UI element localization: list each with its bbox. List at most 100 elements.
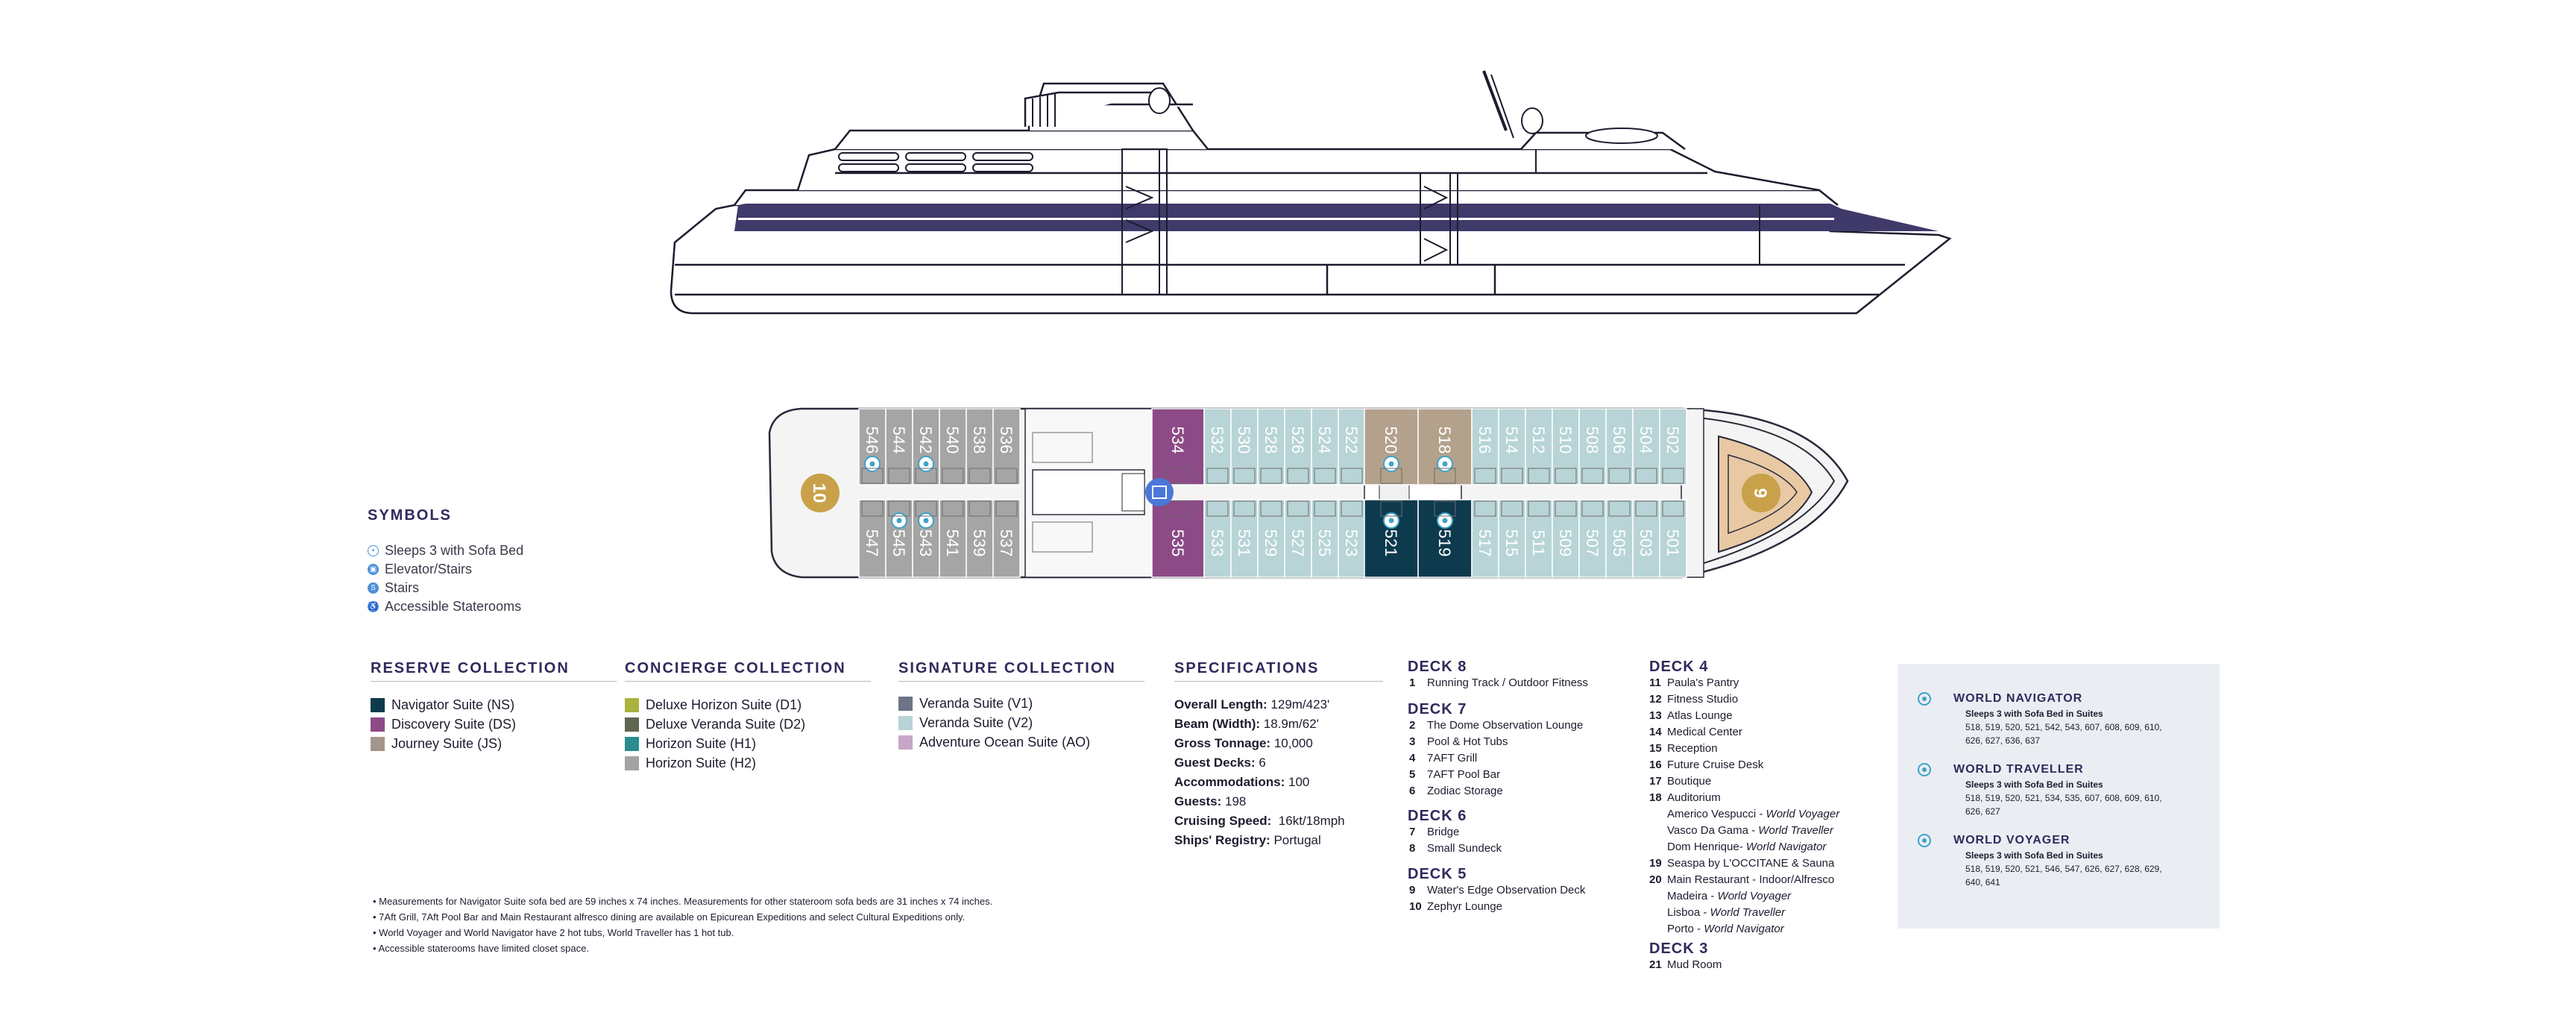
cabin-detail <box>1555 468 1577 484</box>
cabin-number: 509 <box>1556 530 1575 557</box>
legend-ao: Adventure Ocean Suite (AO) <box>898 735 1090 750</box>
symbol-stairs: S Stairs <box>368 580 419 596</box>
legend-label: Deluxe Horizon Suite (D1) <box>646 697 802 712</box>
spec-speed: Cruising Speed: 16kt/18mph <box>1174 814 1345 828</box>
deck-subitem: Americo Vespucci - World Voyager <box>1667 808 1840 820</box>
cabin-detail <box>1528 500 1550 517</box>
cabin-number: 518 <box>1435 427 1454 454</box>
cabin-516 <box>1471 408 1499 486</box>
symbol-accessible: ♿ Accessible Staterooms <box>368 599 521 615</box>
cabin-number: 511 <box>1529 530 1548 556</box>
concierge-title: CONCIERGE COLLECTION <box>625 660 846 676</box>
deck8-title: DECK 8 <box>1408 659 1467 675</box>
cabin-detail <box>1206 500 1229 517</box>
elevator-icon: ▣ <box>368 564 379 575</box>
deck3-title: DECK 3 <box>1649 940 1709 957</box>
cabin-544 <box>885 408 913 486</box>
sofa-bed-icon <box>1918 692 1931 706</box>
cabin-detail <box>1314 468 1336 484</box>
cabin-547 <box>858 499 887 578</box>
legend-label: Horizon Suite (H1) <box>646 736 757 751</box>
swatch <box>625 737 639 751</box>
cabin-number: 547 <box>863 530 881 557</box>
cabin-515 <box>1498 499 1526 578</box>
symbol-elevator: ▣ Elevator/Stairs <box>368 562 472 577</box>
cabin-number: 524 <box>1315 427 1334 454</box>
legend-d2: Deluxe Veranda Suite (D2) <box>625 717 805 732</box>
cabin-509 <box>1552 499 1580 578</box>
cabin-detail <box>1608 500 1631 517</box>
cabin-number: 527 <box>1288 530 1307 557</box>
cabin-detail <box>1555 500 1577 517</box>
legend-label: Veranda Suite (V2) <box>919 715 1033 730</box>
cabin-531 <box>1230 499 1259 578</box>
cabin-detail <box>1206 468 1229 484</box>
cabin-detail <box>1662 468 1684 484</box>
cabin-number: 523 <box>1342 530 1361 557</box>
sofa-bed-dot <box>1442 518 1448 524</box>
cabin-number: 517 <box>1476 530 1494 557</box>
cabin-536 <box>992 408 1021 486</box>
voyager-list: 518, 519, 520, 521, 534, 535, 607, 608, … <box>1965 793 2162 817</box>
cabin-detail <box>1233 468 1256 484</box>
cabin-number: 540 <box>943 427 962 454</box>
voyager-sub: Sleeps 3 with Sofa Bed in Suites <box>1965 709 2103 719</box>
accessible-icon: ♿ <box>368 601 379 612</box>
voyager-sub: Sleeps 3 with Sofa Bed in Suites <box>1965 779 2103 790</box>
cabin-number: 526 <box>1288 427 1307 454</box>
deck6-title: DECK 6 <box>1408 808 1467 824</box>
cabin-501 <box>1659 499 1687 578</box>
cabin-number: 537 <box>997 530 1015 557</box>
cabin-detail <box>1287 500 1309 517</box>
cabin-detail <box>1608 468 1631 484</box>
legend-label: Horizon Suite (H2) <box>646 756 757 770</box>
cabin-number: 529 <box>1262 530 1280 557</box>
cabin-528 <box>1257 408 1285 486</box>
cabin-detail <box>1167 500 1189 517</box>
cabin-number: 539 <box>970 530 989 557</box>
cabin-detail <box>995 500 1018 517</box>
cabin-detail <box>861 500 884 517</box>
cabin-detail <box>969 500 991 517</box>
cabin-number: 534 <box>1168 427 1187 454</box>
cabin-502 <box>1659 408 1687 486</box>
cabin-detail <box>995 468 1018 484</box>
cabin-number: 512 <box>1529 427 1548 454</box>
footnote: • World Voyager and World Navigator have… <box>373 927 734 938</box>
cabin-534 <box>1151 408 1205 486</box>
deck7-title: DECK 7 <box>1408 701 1467 717</box>
sofa-bed-icon <box>1918 834 1931 847</box>
legend-discovery: Discovery Suite (DS) <box>371 717 516 732</box>
cabin-detail <box>1434 468 1456 484</box>
sofa-bed-dot <box>1442 461 1448 467</box>
cabin-number: 544 <box>889 427 908 454</box>
cabin-number: 532 <box>1208 427 1226 454</box>
legend-v2: Veranda Suite (V2) <box>898 715 1033 731</box>
footnote: • Accessible staterooms have limited clo… <box>373 943 589 954</box>
cabin-539 <box>966 499 994 578</box>
voyager-list: 518, 519, 520, 521, 542, 543, 607, 608, … <box>1965 722 2162 746</box>
spec-tonnage: Gross Tonnage: 10,000 <box>1174 736 1313 750</box>
sofa-bed-icon: • <box>368 545 379 556</box>
cabin-number: 546 <box>863 427 881 454</box>
symbol-label: Accessible Staterooms <box>385 599 522 614</box>
sofa-bed-dot <box>896 518 902 524</box>
symbol-label: Sleeps 3 with Sofa Bed <box>385 543 524 558</box>
cabin-524 <box>1311 408 1339 486</box>
swatch <box>371 717 385 732</box>
symbol-sofa-bed: • Sleeps 3 with Sofa Bed <box>368 543 523 559</box>
cabin-number: 508 <box>1583 427 1602 454</box>
cabin-number: 516 <box>1476 427 1494 454</box>
cabin-number: 522 <box>1342 427 1361 454</box>
swatch <box>898 735 913 750</box>
legend-label: Adventure Ocean Suite (AO) <box>919 735 1091 750</box>
cabin-number: 542 <box>916 427 935 454</box>
